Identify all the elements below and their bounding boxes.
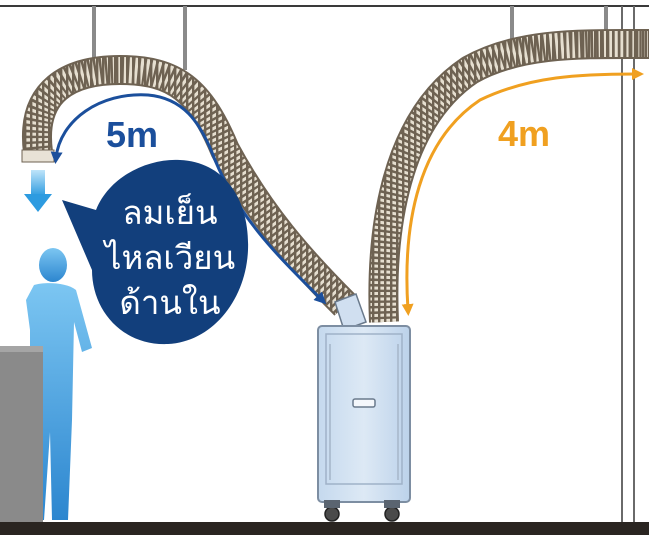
- supply-distance-arrow: [50, 93, 327, 305]
- counter-block: [0, 346, 43, 526]
- supply-duct-outlet: [21, 149, 55, 163]
- floor: [0, 522, 649, 535]
- supply-distance-label: 5m: [106, 114, 159, 155]
- exhaust-distance-arrow: [401, 68, 644, 316]
- speech-bubble: [62, 159, 249, 345]
- down-arrow-icon: [24, 170, 52, 212]
- bubble-line: ลมเย็น: [122, 193, 218, 232]
- spot-cooler-icon: [317, 325, 411, 522]
- caster-wheel: [324, 506, 340, 522]
- caster-wheel: [384, 506, 400, 522]
- wall: [621, 6, 635, 525]
- unit-handle: [352, 398, 376, 408]
- bubble-line: ไหลเวียน: [104, 238, 236, 277]
- bubble-line: ด้านใน: [119, 283, 221, 322]
- speech-bubble-text: ลมเย็น ไหลเวียน ด้านใน: [100, 190, 240, 325]
- exhaust-distance-label: 4m: [498, 113, 551, 154]
- unit-nozzle: [334, 293, 367, 331]
